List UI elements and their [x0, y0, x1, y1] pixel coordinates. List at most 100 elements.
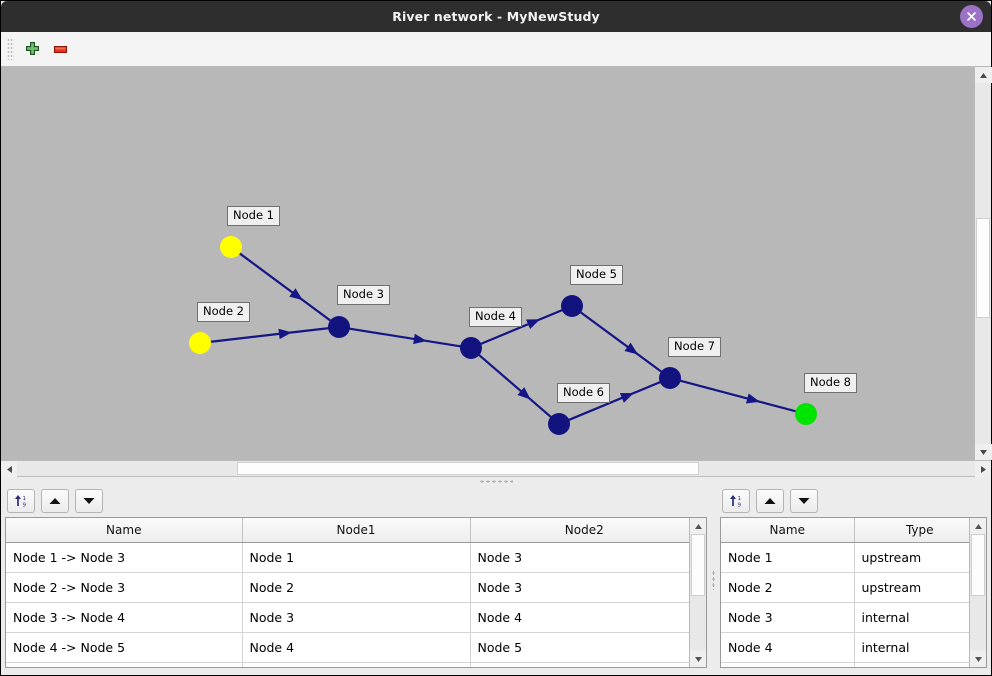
node-label-node-3[interactable]: Node 3	[337, 285, 390, 305]
graph-node-node-3[interactable]	[328, 316, 350, 338]
node-scroll-up-button[interactable]	[970, 518, 986, 534]
graph-node-node-2[interactable]	[189, 332, 211, 354]
branch-scroll-down-button[interactable]	[690, 651, 706, 667]
table-cell[interactable]	[854, 662, 969, 667]
vertical-splitter[interactable]	[711, 485, 716, 675]
canvas-hscroll-track[interactable]	[17, 461, 975, 476]
edge-Node7-to-Node8[interactable]	[679, 379, 797, 413]
graph-node-node-5[interactable]	[561, 295, 583, 317]
canvas-vscroll-track[interactable]	[975, 83, 991, 444]
graph-node-node-8[interactable]	[795, 403, 817, 425]
table-cell[interactable]: Node 1	[721, 542, 855, 573]
branch-vscroll-thumb[interactable]	[691, 534, 705, 596]
close-button[interactable]	[960, 5, 983, 28]
node-scroll-down-button[interactable]	[970, 651, 986, 667]
edge-Node6-to-Node7[interactable]	[567, 380, 662, 422]
node-vscroll-track[interactable]	[970, 534, 986, 651]
node-label-node-4[interactable]: Node 4	[469, 307, 522, 327]
branch-move-up-button[interactable]	[41, 489, 69, 513]
table-cell[interactable]: Node 3	[721, 602, 855, 633]
graph-node-node-4[interactable]	[460, 337, 482, 359]
scroll-up-button[interactable]	[975, 67, 992, 83]
table-cell[interactable]: Node 5	[470, 632, 689, 663]
scroll-left-button[interactable]	[1, 461, 17, 477]
node-label-node-7[interactable]: Node 7	[668, 337, 721, 357]
branch-table-vertical-scrollbar[interactable]	[689, 518, 706, 667]
node-table-vertical-scrollbar[interactable]	[969, 518, 986, 667]
edge-Node5-to-Node7[interactable]	[579, 311, 663, 373]
table-cell[interactable]: upstream	[854, 572, 969, 603]
branch-column-header-node2[interactable]: Node2	[470, 518, 689, 543]
canvas-vertical-scrollbar[interactable]	[974, 67, 992, 460]
branch-vscroll-track[interactable]	[690, 534, 706, 651]
branch-move-down-button[interactable]	[75, 489, 103, 513]
table-cell[interactable]: Node 3	[470, 572, 689, 603]
network-canvas[interactable]: Node 1 Node 2 Node 3 Node 4 Node 5 Node 6 Node…	[1, 67, 974, 460]
node-sort-button[interactable]: 1 9	[722, 489, 750, 513]
node-label-node-8[interactable]: Node 8	[804, 373, 857, 393]
graph-node-node-6[interactable]	[548, 413, 570, 435]
branch-column-header-name[interactable]: Name	[6, 518, 243, 543]
node-move-up-button[interactable]	[756, 489, 784, 513]
canvas-vscroll-thumb[interactable]	[976, 218, 990, 318]
table-cell[interactable]: Node 1 -> Node 3	[6, 542, 243, 573]
scroll-down-button[interactable]	[975, 444, 992, 460]
table-cell[interactable]: Node 2	[242, 572, 471, 603]
canvas-horizontal-scrollbar[interactable]	[1, 460, 991, 477]
table-cell[interactable]: Node 3	[242, 602, 471, 633]
toolbar-drag-handle[interactable]	[7, 38, 14, 60]
table-cell[interactable]: Node 3	[470, 542, 689, 573]
scroll-right-button[interactable]	[975, 461, 991, 477]
edge-Node4-to-Node6[interactable]	[477, 353, 553, 419]
node-vscroll-thumb[interactable]	[971, 534, 985, 596]
table-cell[interactable]: Node 4	[470, 602, 689, 633]
add-node-button[interactable]	[18, 36, 46, 62]
node-move-down-button[interactable]	[790, 489, 818, 513]
edge-Node2-to-Node3[interactable]	[209, 327, 330, 343]
node-column-header-name[interactable]: Name	[721, 518, 855, 543]
table-cell[interactable]: Node 4	[721, 632, 855, 663]
table-cell[interactable]: Node 1	[242, 542, 471, 573]
table-cell[interactable]: Node 4	[242, 632, 471, 663]
table-cell[interactable]: internal	[854, 602, 969, 633]
table-cell[interactable]: internal	[854, 632, 969, 663]
horizontal-splitter[interactable]	[1, 476, 991, 485]
branch-column-header-node1[interactable]: Node1	[242, 518, 471, 543]
node-label-node-6[interactable]: Node 6	[557, 383, 610, 403]
remove-node-button[interactable]	[46, 36, 74, 62]
edge-Node4-to-Node5[interactable]	[479, 308, 564, 346]
node-label-node-5[interactable]: Node 5	[570, 265, 623, 285]
graph-node-node-7[interactable]	[659, 367, 681, 389]
edge-Node1-to-Node3[interactable]	[238, 252, 332, 322]
graph-node-node-1[interactable]	[220, 236, 242, 258]
node-label-node-2[interactable]: Node 2	[197, 302, 250, 322]
table-cell[interactable]: Node 2	[721, 572, 855, 603]
table-cell[interactable]	[242, 662, 471, 667]
branch-sort-button[interactable]: 1 9	[7, 489, 35, 513]
table-cell[interactable]: Node 4 -> Node 5	[6, 632, 243, 663]
canvas-hscroll-thumb[interactable]	[237, 462, 699, 475]
table-cell[interactable]	[470, 662, 689, 667]
edge-Node3-to-Node4[interactable]	[348, 327, 462, 348]
branch-scroll-up-button[interactable]	[690, 518, 706, 534]
table-cell[interactable]: Node 2 -> Node 3	[6, 572, 243, 603]
table-cell[interactable]	[721, 662, 855, 667]
table-cell[interactable]: upstream	[854, 542, 969, 573]
table-row[interactable]	[721, 662, 969, 667]
table-cell[interactable]: Node 3 -> Node 4	[6, 602, 243, 633]
node-label-node-1[interactable]: Node 1	[227, 206, 280, 226]
table-cell[interactable]	[6, 662, 243, 667]
node-column-header-type[interactable]: Type	[854, 518, 969, 543]
table-row[interactable]	[6, 662, 689, 667]
